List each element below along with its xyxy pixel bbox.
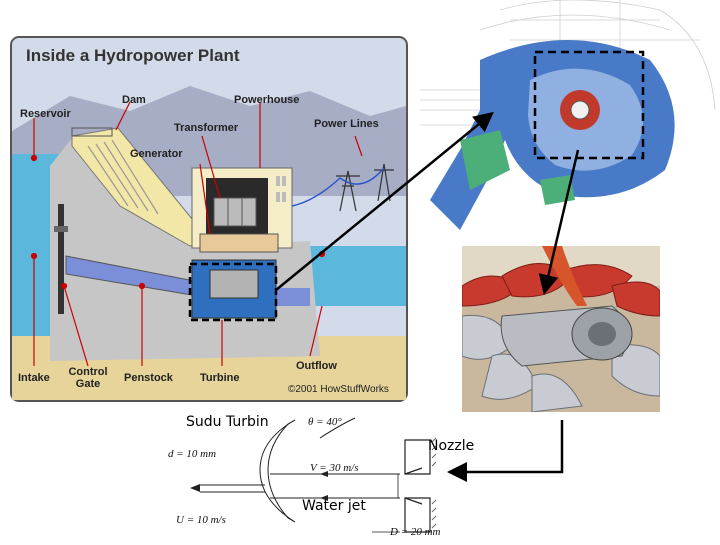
photo-drawing [461, 246, 661, 413]
outflow-water [300, 246, 406, 306]
turbine-highlight-box [188, 262, 278, 322]
green-component-2 [540, 175, 575, 205]
bucket-shape [259, 419, 296, 523]
cad-runner [560, 90, 600, 130]
caption-water-jet: Water jet [302, 498, 366, 514]
jet-arrowheads [190, 471, 328, 501]
pelton-runner-photo [461, 246, 661, 413]
v-label: V = 30 m/s [310, 462, 359, 474]
hydropower-drawing [10, 36, 408, 402]
copyright-text: ©2001 HowStuffWorks [288, 384, 389, 395]
label-reservoir: Reservoir [20, 108, 71, 120]
shaft-bore [588, 322, 616, 346]
label-intake: Intake [18, 372, 50, 384]
theta-label: θ = 40° [308, 416, 342, 428]
jet-streams [200, 417, 400, 499]
caption-nozzle: Nozzle [428, 438, 475, 454]
cad-turbine-drawing [420, 0, 720, 245]
nozzle-hatching [431, 437, 437, 529]
control-gate-shaft [58, 204, 64, 314]
cad-drawing [420, 0, 716, 230]
turbine-runner [209, 269, 259, 299]
water-jet-diagram: θ = 40° d = 10 mm V = 30 m/s U = 10 m/s … [160, 410, 490, 540]
d-label: d = 10 mm [168, 448, 217, 460]
label-generator: Generator [130, 148, 183, 160]
generator-body [199, 233, 279, 253]
label-turbine: Turbine [200, 372, 240, 384]
caption-sudu-turbin: Sudu Turbin [186, 414, 269, 430]
spillway-lines [87, 139, 159, 215]
runner-highlight-box [533, 50, 645, 160]
u-label: U = 10 m/s [176, 514, 226, 526]
label-outflow: Outflow [296, 360, 337, 372]
hydro-title: Inside a Hydropower Plant [26, 46, 240, 65]
label-power-lines: Power Lines [314, 118, 379, 130]
nozzle-shape [404, 439, 431, 533]
label-dam: Dam [122, 94, 146, 106]
label-transformer: Transformer [174, 122, 239, 134]
dam-railing [71, 127, 113, 137]
jet-drawing [190, 417, 437, 533]
label-powerhouse: Powerhouse [234, 94, 300, 106]
control-gate-handle [54, 226, 68, 232]
big-d-label: D = 20 mm [390, 526, 441, 538]
dimension-lines [372, 474, 400, 533]
transformer-coils [213, 197, 257, 227]
label-pointers [30, 101, 363, 367]
label-penstock: Penstock [124, 372, 173, 384]
outflow-pipe [268, 288, 310, 306]
hydropower-plant-illustration: Inside a Hydropower Plant Reservoir Dam … [10, 36, 408, 402]
